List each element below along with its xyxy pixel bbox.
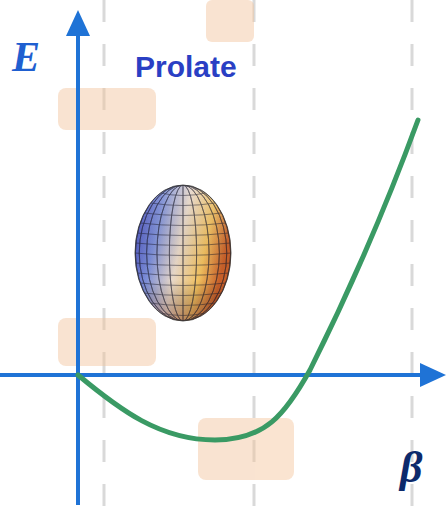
grid-line [135,185,230,321]
watermark-seals [58,0,294,480]
prolate-ellipsoid [135,185,231,321]
grid-line [157,185,209,321]
shape-title: Prolate [135,52,237,82]
axis-label: β [400,446,423,490]
grid-line [169,185,196,321]
grid-line [182,185,183,321]
grid-line [139,185,227,321]
grid-line [147,185,220,321]
grid-line [157,185,209,321]
energy-curve [78,120,418,440]
grid-line [147,185,220,321]
grid-line [139,185,227,321]
axes [0,10,446,505]
grid-line [135,185,230,321]
axis-label: E [12,36,40,78]
grid-line [169,185,196,321]
